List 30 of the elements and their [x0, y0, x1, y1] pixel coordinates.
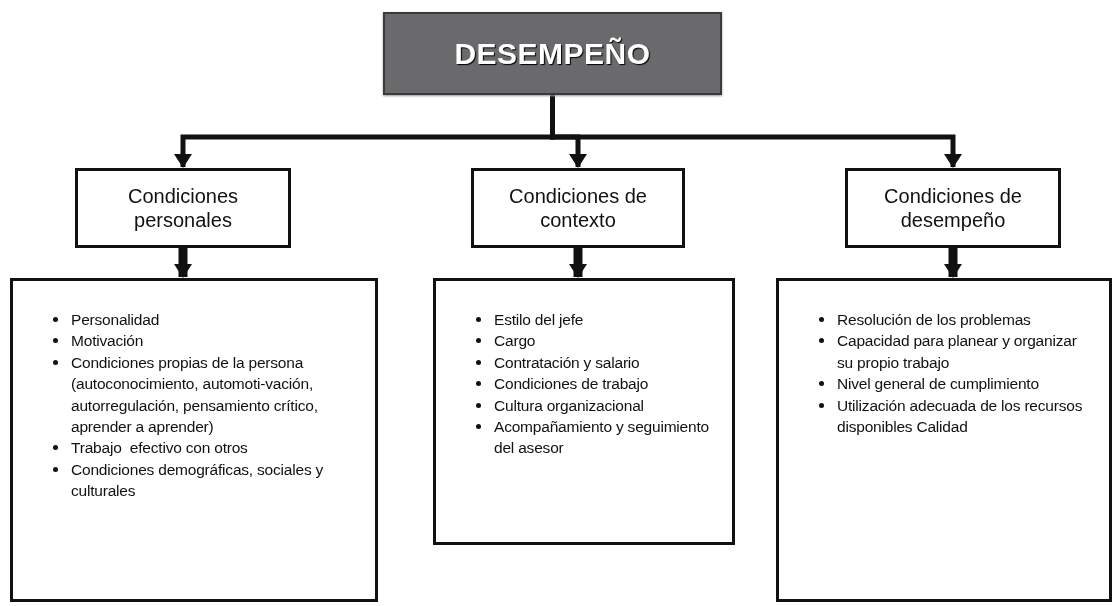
- list-item-text: Resolución de los problemas: [837, 310, 1032, 330]
- list-item-text: Condiciones de trabajo: [494, 374, 650, 395]
- arrow: [569, 248, 587, 278]
- list-item-text: Condiciones propias de la persona (autoconocimiento, automoti-vación, autorregulación, pensamiento crítico, aprender a aprender): [71, 352, 319, 437]
- arrow: [174, 248, 192, 278]
- category-box: [75, 168, 291, 248]
- arrow: [944, 248, 962, 278]
- title-box: [383, 12, 722, 95]
- list-box: [776, 278, 1112, 602]
- category-label: Condiciones personales: [126, 184, 240, 232]
- category-box: [845, 168, 1061, 248]
- list-box: [10, 278, 378, 602]
- list-item-text: Condiciones demográficas, sociales y culturales: [71, 459, 325, 501]
- arrow: [550, 95, 962, 168]
- list-item-text: Estilo del jefe: [494, 310, 585, 330]
- list-item-text: Capacidad para planear y organizar su propio trabajo: [837, 331, 1078, 373]
- list-item-text: Cargo: [494, 331, 537, 352]
- list-item-text: Cultura organizacional: [494, 395, 645, 416]
- list-item-text: Contratación y salario: [494, 352, 641, 373]
- category-label: Condiciones de contexto: [508, 184, 648, 232]
- list-item-text: Acompañamiento y seguimiento del asesor: [494, 416, 710, 459]
- category-box: [471, 168, 685, 248]
- category-label: Condiciones de desempeño: [883, 184, 1023, 232]
- list-item-text: Personalidad: [71, 310, 161, 330]
- title-text: DESEMPEÑO: [454, 36, 651, 71]
- list-item-text: Utilización adecuada de los recursos disponibles Calidad: [837, 395, 1084, 437]
- list-item-text: Motivación: [71, 331, 145, 352]
- list-item-text: Nivel general de cumplimiento: [837, 374, 1040, 395]
- list-item-text: Trabajo efectivo con otros: [71, 438, 249, 459]
- list-box: [433, 278, 735, 545]
